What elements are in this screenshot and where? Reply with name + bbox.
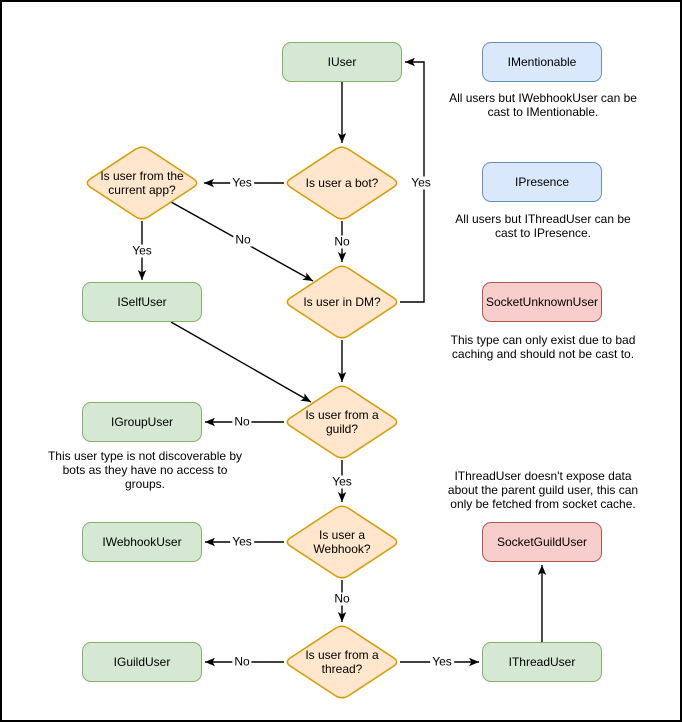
decision-is-user-a-bot-shape bbox=[286, 146, 398, 220]
decision-is-user-a-bot-label: Is user a bot? bbox=[305, 176, 379, 190]
decision-is-user-from-guild-shape bbox=[286, 385, 398, 459]
node-ipresence: IPresence bbox=[482, 162, 602, 202]
decision-is-user-from-thread-shape bbox=[286, 625, 398, 699]
edge-iselfuser-to-is-guild bbox=[170, 321, 312, 403]
edge-label-thread-yes: Yes bbox=[430, 654, 454, 669]
edge-label-current-app-no: No bbox=[233, 232, 253, 247]
decision-is-user-from-thread-label: Is user from a thread? bbox=[305, 648, 379, 676]
edge-label-webhook-yes: Yes bbox=[230, 534, 254, 549]
node-igroupuser-label: IGroupUser bbox=[110, 415, 174, 429]
edge-label-bot-yes: Yes bbox=[230, 175, 254, 190]
decision-is-user-from-guild-label: Is user from a guild? bbox=[305, 408, 379, 436]
node-iwebhookuser: IWebhookUser bbox=[82, 522, 202, 562]
edge-label-guild-yes: Yes bbox=[330, 474, 354, 489]
note-ipresence: All users but IThreadUser can be cast to… bbox=[455, 212, 631, 240]
edge-label-webhook-no: No bbox=[332, 591, 352, 606]
note-socketunknownuser: This type can only exist due to bad cach… bbox=[450, 333, 636, 361]
edge-label-thread-no: No bbox=[232, 654, 252, 669]
node-socketunknownuser-label: SocketUnknownUser bbox=[485, 295, 599, 309]
node-iuser-label: IUser bbox=[327, 55, 357, 69]
decision-is-user-from-current-app-label: Is user from the current app? bbox=[100, 169, 184, 197]
node-ipresence-label: IPresence bbox=[514, 175, 570, 189]
node-ithreaduser-label: IThreadUser bbox=[508, 655, 576, 669]
node-iwebhookuser-label: IWebhookUser bbox=[102, 535, 182, 549]
node-iselfuser: ISelfUser bbox=[82, 282, 202, 322]
node-imentionable: IMentionable bbox=[482, 42, 602, 82]
note-ithreaduser: IThreadUser doesn't expose data about th… bbox=[447, 469, 639, 511]
decision-is-user-a-webhook-label: Is user a Webhook? bbox=[313, 528, 371, 556]
node-socketunknownuser: SocketUnknownUser bbox=[482, 282, 602, 322]
decision-is-user-a-webhook-shape bbox=[286, 505, 398, 579]
note-igroupuser: This user type is not discoverable by bo… bbox=[47, 449, 243, 491]
edge-label-bot-no: No bbox=[332, 234, 352, 249]
node-ithreaduser: IThreadUser bbox=[482, 642, 602, 682]
decision-is-user-in-dm-label: Is user in DM? bbox=[303, 295, 381, 309]
node-iuser: IUser bbox=[282, 42, 402, 82]
edge-label-dm-yes: Yes bbox=[409, 175, 433, 190]
decision-shapes-group bbox=[86, 146, 398, 699]
node-iguilduser: IGuildUser bbox=[82, 642, 202, 682]
node-socketguilduser-label: SocketGuildUser bbox=[496, 535, 588, 549]
decision-is-user-in-dm-shape bbox=[286, 265, 398, 339]
node-igroupuser: IGroupUser bbox=[82, 402, 202, 442]
note-imentionable: All users but IWebhookUser can be cast t… bbox=[449, 91, 637, 119]
node-iguilduser-label: IGuildUser bbox=[113, 655, 171, 669]
node-socketguilduser: SocketGuildUser bbox=[482, 522, 602, 562]
node-imentionable-label: IMentionable bbox=[507, 55, 577, 69]
decision-is-user-from-current-app-shape bbox=[86, 146, 198, 220]
edge-label-current-app-yes: Yes bbox=[130, 243, 154, 258]
node-iselfuser-label: ISelfUser bbox=[117, 295, 167, 309]
edge-label-guild-no: No bbox=[232, 414, 252, 429]
